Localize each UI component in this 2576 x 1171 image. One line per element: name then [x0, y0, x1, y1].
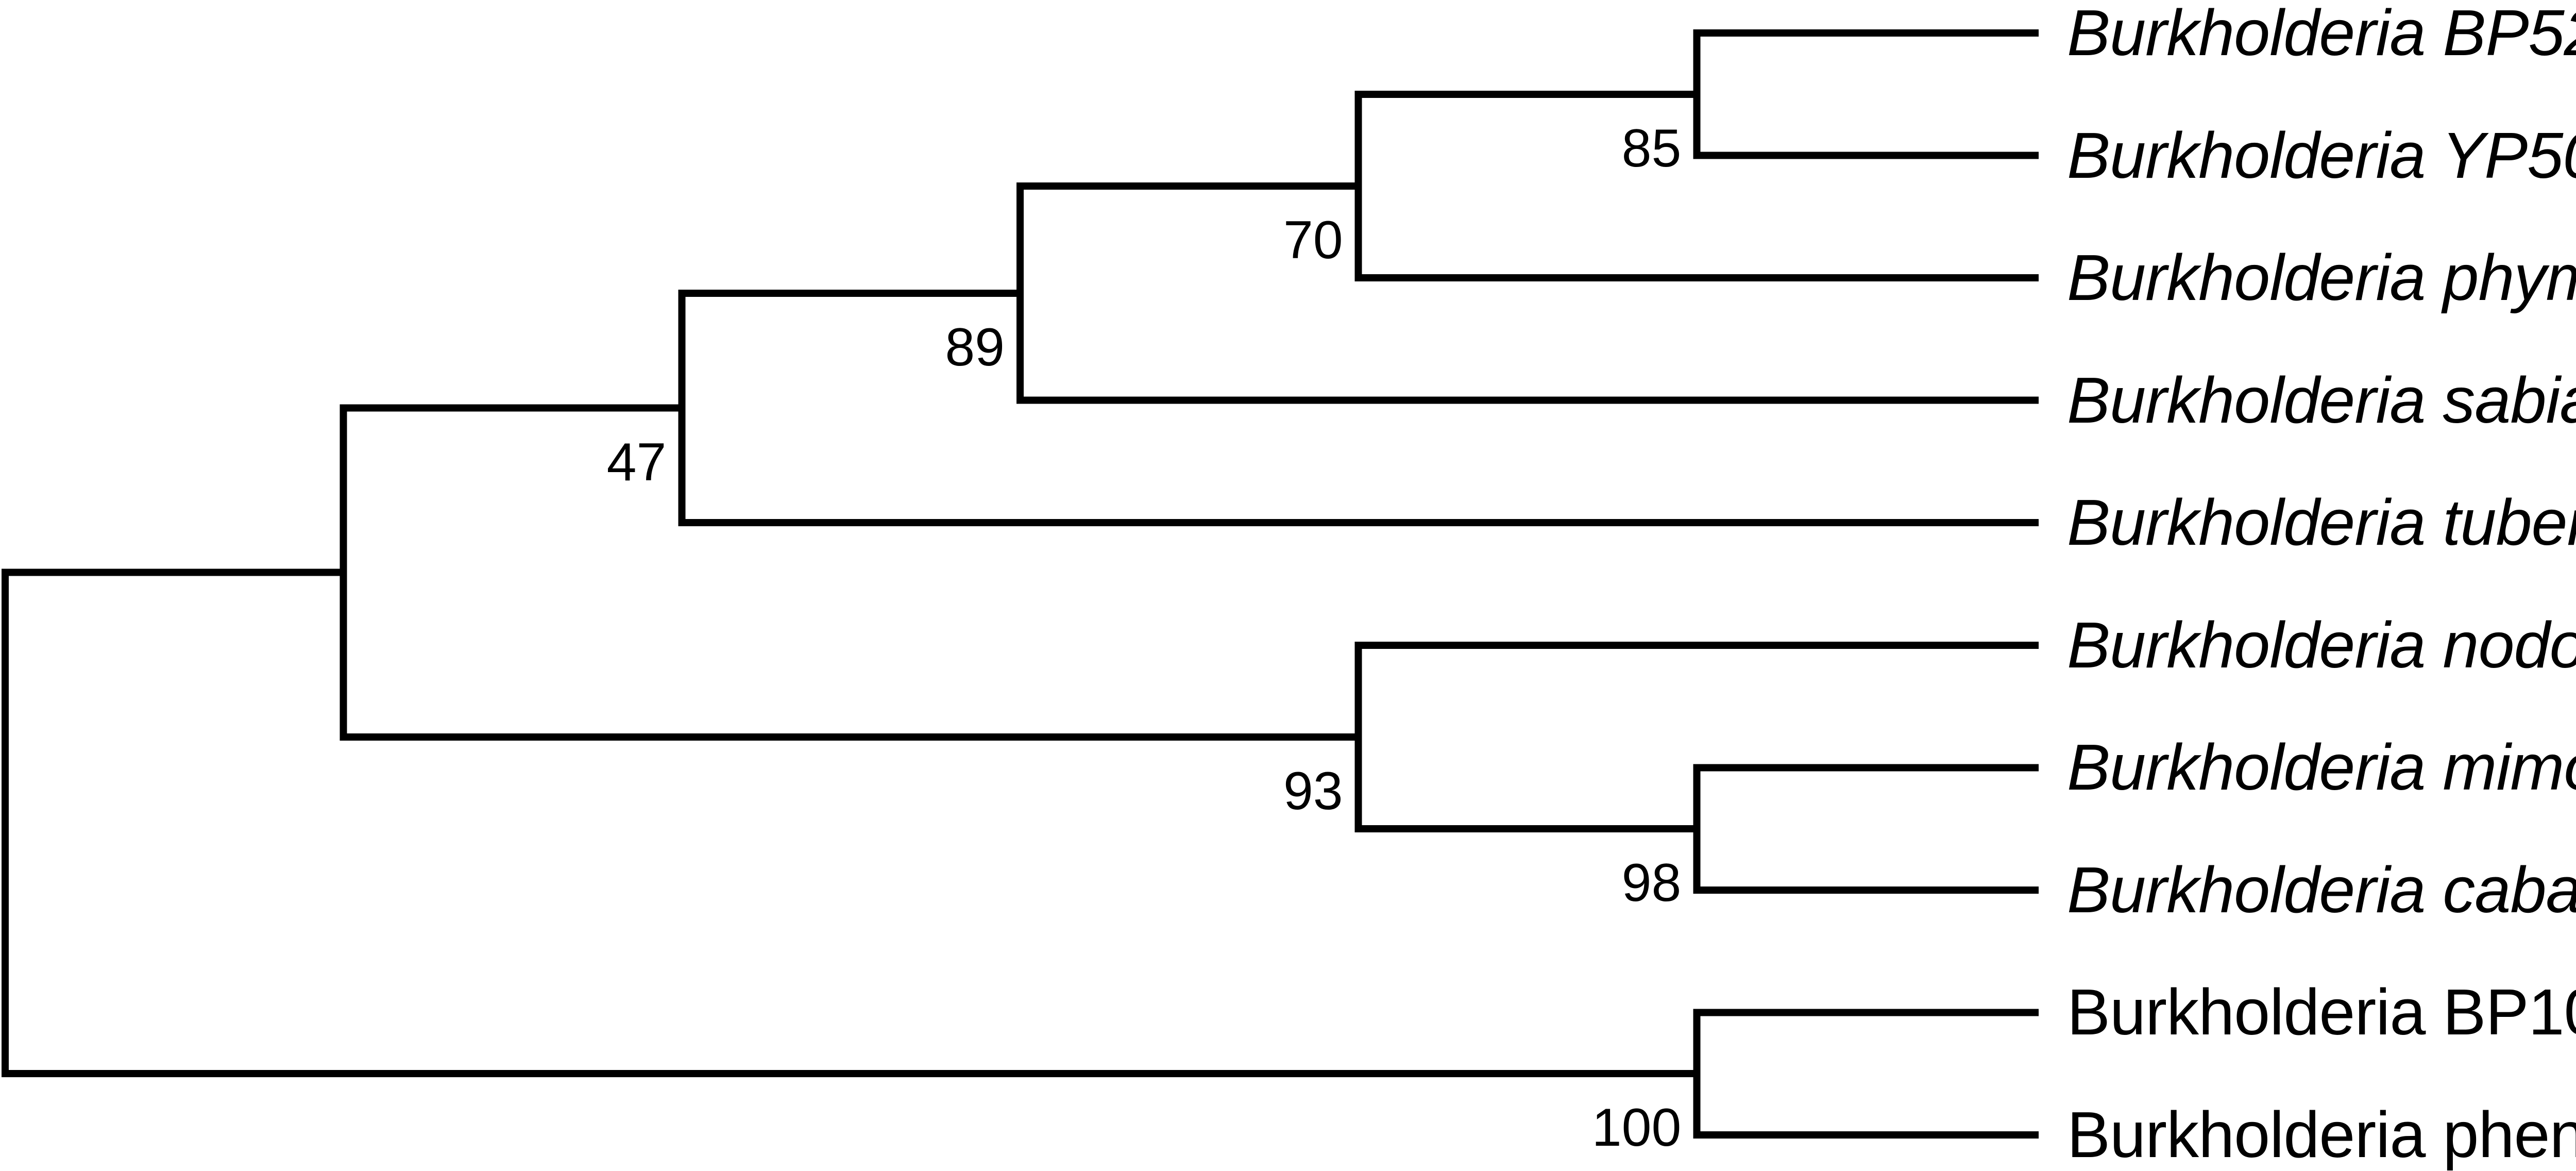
taxon-label: Burkholderia mimosarum STM3621(FR853108): [2067, 735, 2576, 800]
taxon-name: Burkholderia BP10.4*: [2067, 976, 2576, 1049]
bootstrap-value: 93: [1283, 761, 1343, 821]
taxon-label: Burkholderia tuberum STM3649(FR853110): [2067, 490, 2576, 555]
taxon-label: Burkholderia sabiae STM7315(HE983795): [2067, 367, 2576, 433]
taxon-name: Burkholderia YP50.2: [2067, 119, 2576, 192]
bootstrap-value: 89: [945, 317, 1005, 377]
taxon-name: Burkholderia mimosarum STM3621: [2067, 731, 2576, 804]
taxon-name: Burkholderia phenoliruptrix BR3459: [2067, 1098, 2576, 1171]
taxon-name: Burkholderia BP52.3*: [2067, 0, 2576, 69]
taxon-label: Burkholderia phymatum STM3675(HE962279): [2067, 245, 2576, 310]
bootstrap-value: 100: [1591, 1098, 1682, 1158]
bootstrap-value: 47: [606, 432, 667, 492]
taxon-label: Burkholderia BP10.4*(KY574501): [2067, 980, 2576, 1045]
taxon-name: Burkholderia caballeronis TNe-834: [2067, 853, 2576, 926]
taxon-name: Burkholderia sabiae STM7315: [2067, 363, 2576, 437]
bootstrap-value: 98: [1621, 853, 1682, 913]
taxon-name: Burkholderia nodosa STM7353: [2067, 608, 2576, 681]
taxon-label: Burkholderia nodosa STM7353(HF545436): [2067, 612, 2576, 678]
taxon-label: Burkholderia YP50.2(KY574503): [2067, 123, 2576, 188]
taxon-name: Burkholderia tuberum STM3649: [2067, 486, 2576, 559]
bootstrap-value: 70: [1283, 210, 1343, 270]
taxon-label: Burkholderia caballeronis TNe-834(KF4849…: [2067, 857, 2576, 923]
taxon-name: Burkholderia phymatum STM3675: [2067, 241, 2576, 314]
taxon-label: Burkholderia BP52.3*(KY574502): [2067, 1, 2576, 65]
bootstrap-value: 85: [1621, 118, 1682, 178]
taxon-label: Burkholderia phenoliruptrix BR3459(CP003…: [2067, 1102, 2576, 1167]
